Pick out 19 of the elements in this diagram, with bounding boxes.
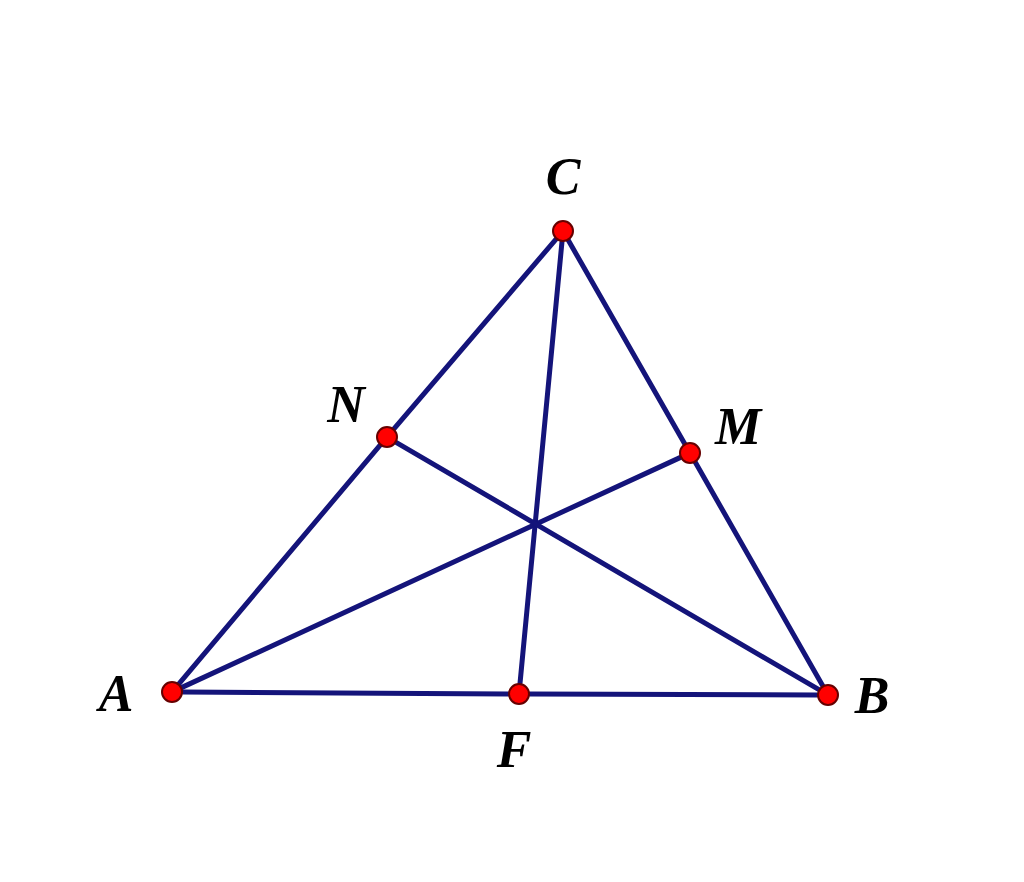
line-segment xyxy=(391,236,559,432)
line-segment xyxy=(394,440,821,692)
point-label: F xyxy=(496,724,532,776)
point-label: A xyxy=(98,668,134,720)
point-dot xyxy=(552,220,574,242)
line-segment xyxy=(176,442,383,687)
line-segment xyxy=(179,455,683,690)
point-dot xyxy=(817,684,839,706)
point-label: B xyxy=(854,670,890,722)
line-segment xyxy=(692,460,826,688)
point-label: C xyxy=(545,151,581,203)
point-label: M xyxy=(714,401,762,453)
line-segment xyxy=(565,238,688,446)
point-dot xyxy=(508,683,530,705)
point-dot xyxy=(161,681,183,703)
line-segment xyxy=(517,239,565,686)
point-label: N xyxy=(327,379,365,431)
point-dot xyxy=(679,442,701,464)
point-dot xyxy=(376,426,398,448)
